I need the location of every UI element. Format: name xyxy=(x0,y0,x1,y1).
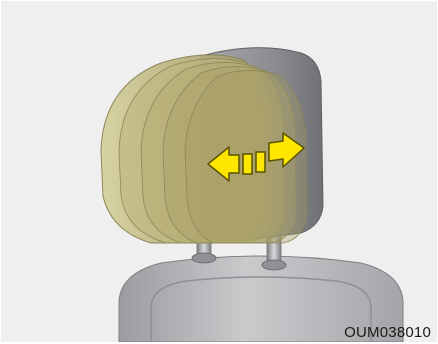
figure-code: OUM038010 xyxy=(344,324,431,342)
